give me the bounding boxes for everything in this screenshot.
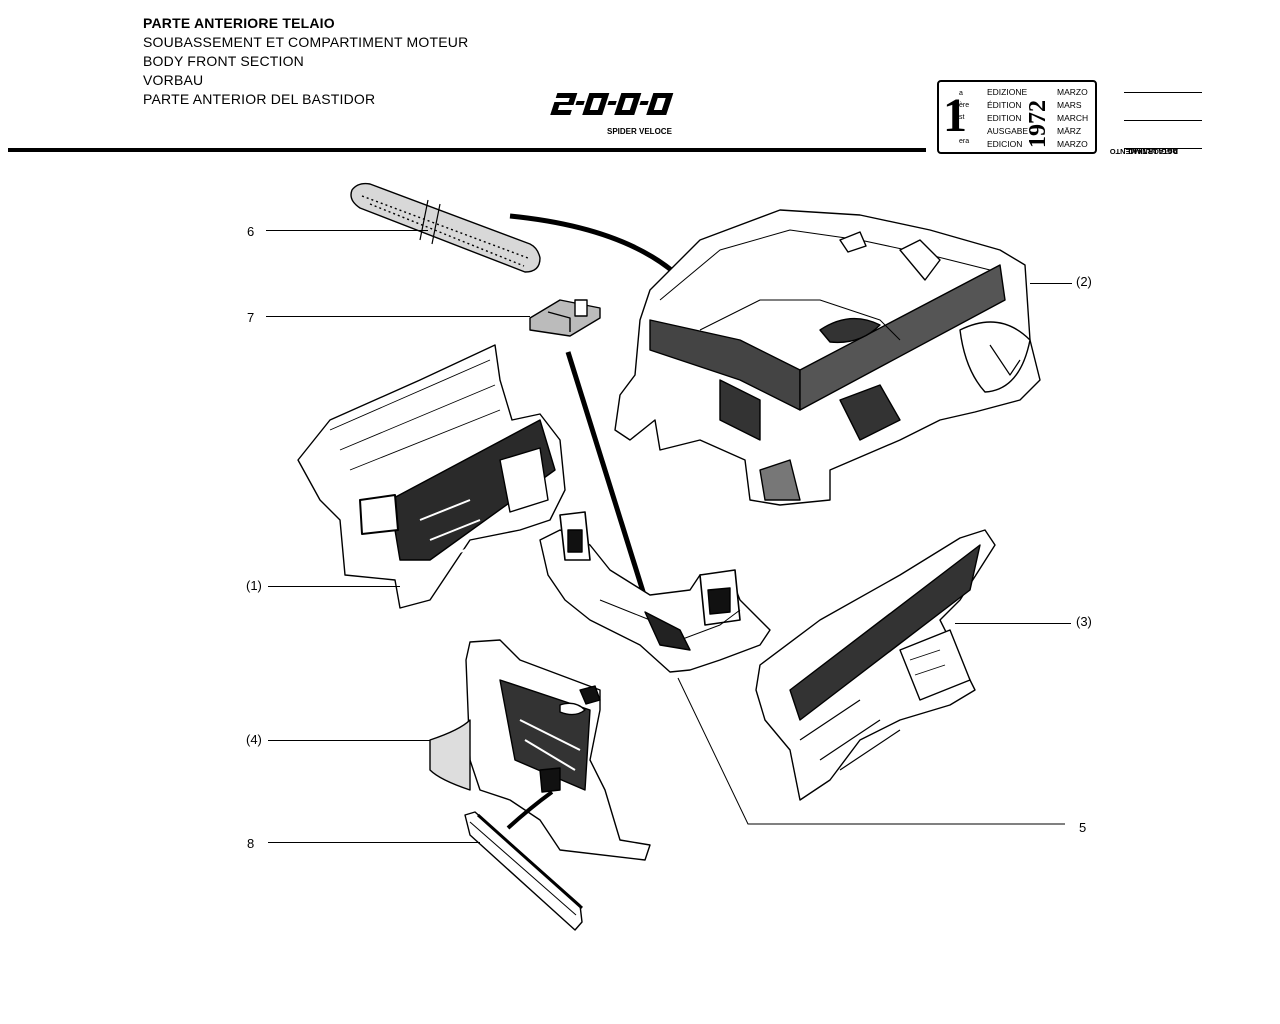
edition-suffix: ère [959, 102, 970, 109]
callout-8: 8 [247, 836, 255, 851]
leader-line-2 [1030, 283, 1072, 284]
leader-line-8 [268, 842, 480, 843]
edition-label: ÉDITION [987, 100, 1022, 110]
leader-line-4 [268, 740, 430, 741]
title-italian: PARTE ANTERIORE TELAIO [143, 15, 335, 31]
part-3-side-panel [755, 529, 996, 801]
part-4-bracket [429, 639, 651, 861]
model-logo [550, 93, 674, 115]
edition-label: EDITION [987, 113, 1022, 123]
part-8-strip [464, 811, 583, 931]
callout-3: (3) [1076, 614, 1092, 629]
part-1-firewall [297, 344, 566, 609]
title-spanish: PARTE ANTERIOR DEL BASTIDOR [143, 91, 376, 107]
title-french: SOUBASSEMENT ET COMPARTIMENT MOTEUR [143, 34, 469, 50]
leader-line-1 [268, 586, 400, 587]
update-line [1124, 120, 1202, 121]
callout-4: (4) [246, 732, 262, 747]
title-block: PARTE ANTERIORE TELAIO SOUBASSEMENT ET C… [143, 14, 468, 109]
part-5-crossmember [539, 511, 771, 673]
edition-month: MÄRZ [1057, 126, 1082, 136]
leader-line-3 [955, 623, 1071, 624]
callout-2: (2) [1076, 274, 1092, 289]
part-2-front-assembly [614, 209, 1041, 506]
edition-month: MARS [1057, 100, 1082, 110]
edition-label: EDICION [987, 139, 1023, 149]
callout-7: 7 [247, 310, 255, 325]
leader-line-6 [266, 230, 428, 231]
part-6-seal-strip [350, 182, 541, 273]
edition-number: 1 [943, 89, 967, 142]
edition-month: MARCH [1057, 113, 1089, 123]
edition-month: MARZO [1057, 87, 1088, 97]
edition-box: 1 a ère st . era EDIZIONE ÉDITION EDITIO… [937, 80, 1097, 154]
model-variant-label: SPIDER VELOCE [607, 127, 672, 136]
edition-label: EDIZIONE [987, 87, 1028, 97]
part-7-clip [529, 299, 601, 337]
header-divider [8, 148, 926, 152]
edition-suffix: era [959, 138, 970, 145]
callout-5: 5 [1079, 820, 1087, 835]
edition-suffix: . [959, 126, 961, 133]
edition-suffix: a [959, 90, 963, 97]
edition-suffix: st [959, 114, 965, 121]
callout-1: (1) [246, 578, 262, 593]
callout-6: 6 [247, 224, 255, 239]
edition-month: MARZO [1057, 139, 1088, 149]
update-line [1124, 92, 1202, 93]
update-line [1124, 148, 1202, 149]
title-english: BODY FRONT SECTION [143, 53, 304, 69]
leader-line-7 [266, 316, 530, 317]
edition-label: AUSGABE [987, 126, 1029, 136]
title-german: VORBAU [143, 72, 204, 88]
